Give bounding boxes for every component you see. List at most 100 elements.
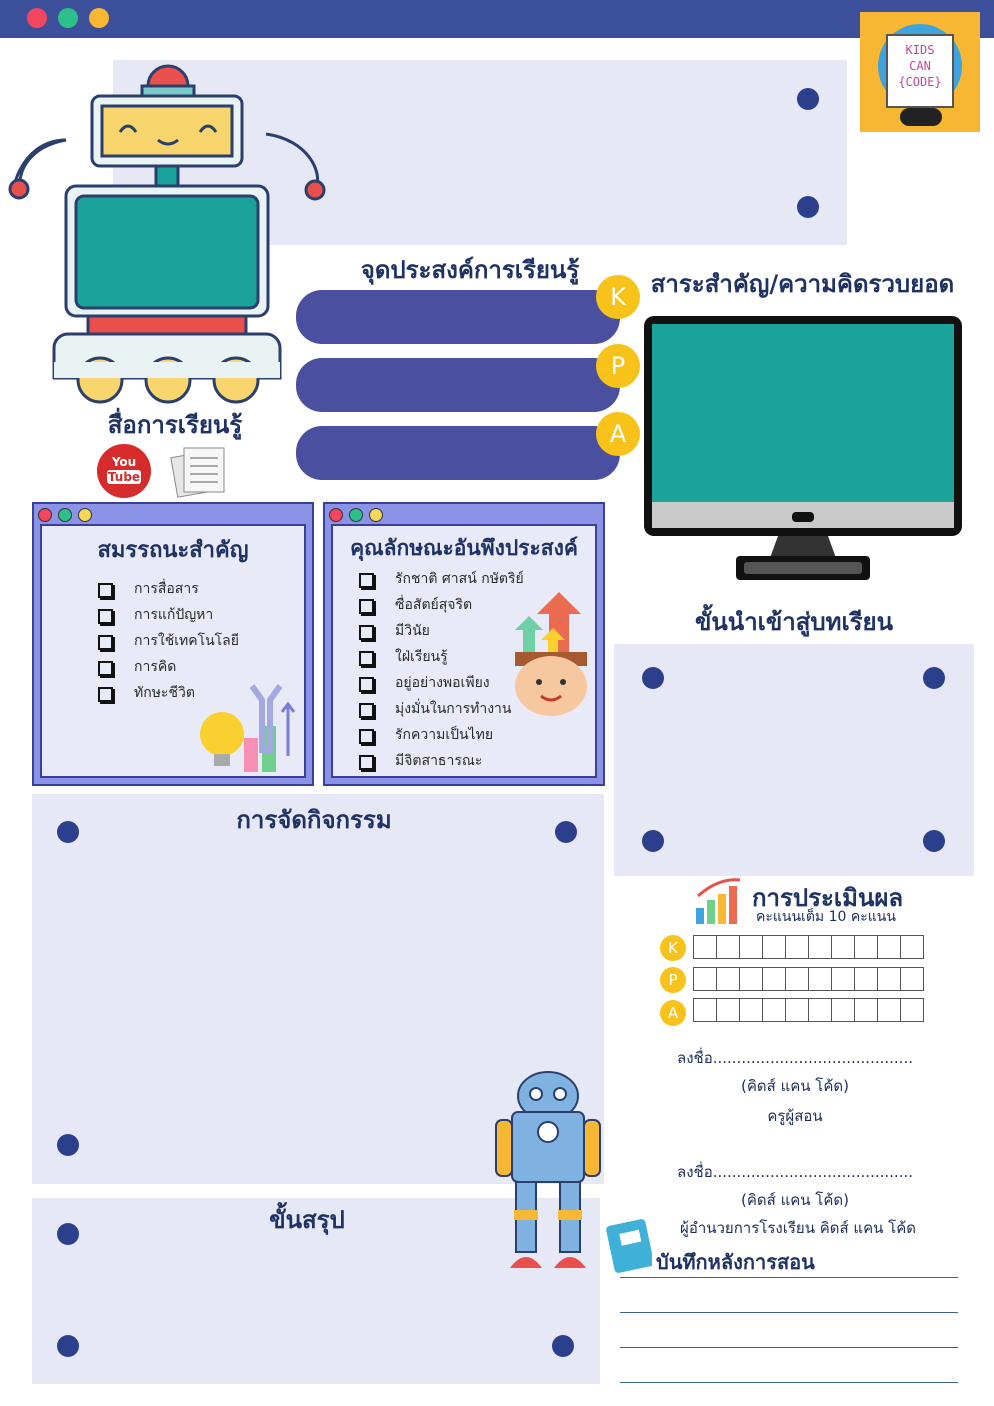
teacher-signature-line: ลงชื่อ..................................… bbox=[677, 1049, 913, 1067]
characteristics-title: คุณลักษณะอันพึงประสงค์ bbox=[350, 536, 578, 560]
score-cell[interactable] bbox=[877, 998, 901, 1022]
checkbox[interactable] bbox=[359, 703, 374, 718]
window-minimize-icon bbox=[58, 508, 72, 522]
robot-illustration bbox=[8, 64, 326, 404]
checkbox[interactable] bbox=[359, 599, 374, 614]
logo-line-2: CAN bbox=[909, 59, 931, 73]
monitor-illustration bbox=[644, 316, 962, 580]
score-cell[interactable] bbox=[900, 967, 924, 991]
conclusion-title: ขั้นสรุป bbox=[269, 1206, 345, 1234]
pin-icon bbox=[57, 1223, 79, 1245]
green-dot-icon bbox=[58, 8, 78, 28]
youtube-icon: You Tube bbox=[97, 444, 151, 498]
score-cell[interactable] bbox=[785, 998, 809, 1022]
score-cell[interactable] bbox=[808, 935, 832, 959]
teacher-name: (คิดส์ แคน โค้ด) bbox=[741, 1077, 849, 1095]
score-cell[interactable] bbox=[785, 967, 809, 991]
window-close-icon bbox=[38, 508, 52, 522]
item-label: มีจิตสาธารณะ bbox=[395, 753, 483, 769]
director-signature-line: ลงชื่อ..................................… bbox=[677, 1163, 913, 1181]
score-cell[interactable] bbox=[877, 967, 901, 991]
score-cell[interactable] bbox=[785, 935, 809, 959]
competencies-list: การสื่อสาร การแก้ปัญหา การใช้เทคโนโลยี ก… bbox=[98, 576, 239, 706]
score-cell[interactable] bbox=[831, 935, 855, 959]
badge-k: K bbox=[596, 275, 640, 319]
window-maximize-icon bbox=[78, 508, 92, 522]
score-cell[interactable] bbox=[739, 998, 763, 1022]
list-item: มุ่งมั่นในการทำงาน bbox=[359, 696, 524, 722]
score-cell[interactable] bbox=[762, 935, 786, 959]
evaluation-title: การประเมินผล bbox=[752, 884, 904, 912]
item-label: การคิด bbox=[134, 659, 177, 675]
list-item: ทักษะชีวิต bbox=[98, 680, 239, 706]
pin-icon bbox=[923, 830, 945, 852]
pin-icon bbox=[797, 88, 819, 110]
pin-icon bbox=[57, 1335, 79, 1357]
score-grid-a bbox=[693, 998, 924, 1022]
pin-icon bbox=[555, 821, 577, 843]
score-cell[interactable] bbox=[762, 967, 786, 991]
pin-icon bbox=[797, 196, 819, 218]
objective-p-box bbox=[296, 358, 620, 412]
checkbox[interactable] bbox=[359, 625, 374, 640]
list-item: การแก้ปัญหา bbox=[98, 602, 239, 628]
logo-line-1: KIDS bbox=[905, 43, 935, 57]
characteristics-list: รักชาติ ศาสน์ กษัตริย์ ซื่อสัตย์สุจริต ม… bbox=[359, 566, 524, 774]
checkbox[interactable] bbox=[359, 651, 374, 666]
list-item: ใฝ่เรียนรู้ bbox=[359, 644, 524, 670]
list-item: ซื่อสัตย์สุจริต bbox=[359, 592, 524, 618]
notes-line bbox=[620, 1277, 958, 1278]
list-item: การสื่อสาร bbox=[98, 576, 239, 602]
list-item: การคิด bbox=[98, 654, 239, 680]
score-cell[interactable] bbox=[693, 935, 717, 959]
checkbox[interactable] bbox=[359, 573, 374, 588]
score-cell[interactable] bbox=[900, 998, 924, 1022]
score-cell[interactable] bbox=[854, 998, 878, 1022]
checkbox[interactable] bbox=[98, 583, 113, 598]
badge-a: A bbox=[596, 412, 640, 456]
window-close-icon bbox=[329, 508, 343, 522]
pin-icon bbox=[923, 667, 945, 689]
score-cell[interactable] bbox=[808, 967, 832, 991]
checkbox[interactable] bbox=[98, 635, 113, 650]
checkbox[interactable] bbox=[98, 609, 113, 624]
score-cell[interactable] bbox=[693, 967, 717, 991]
item-label: รักชาติ ศาสน์ กษัตริย์ bbox=[395, 571, 524, 587]
lightbulb-tools-icon bbox=[200, 684, 296, 772]
score-cell[interactable] bbox=[831, 967, 855, 991]
checkbox[interactable] bbox=[98, 687, 113, 702]
eval-row-p-badge: P bbox=[660, 967, 686, 993]
red-dot-icon bbox=[27, 8, 47, 28]
badge-p: P bbox=[596, 344, 640, 388]
notes-line bbox=[620, 1312, 958, 1313]
score-cell[interactable] bbox=[716, 935, 740, 959]
checkbox[interactable] bbox=[359, 677, 374, 692]
score-cell[interactable] bbox=[739, 935, 763, 959]
score-cell[interactable] bbox=[877, 935, 901, 959]
checkbox[interactable] bbox=[359, 755, 374, 770]
list-item: อยู่อย่างพอเพียง bbox=[359, 670, 524, 696]
score-cell[interactable] bbox=[854, 967, 878, 991]
score-cell[interactable] bbox=[739, 967, 763, 991]
score-cell[interactable] bbox=[693, 998, 717, 1022]
score-cell[interactable] bbox=[716, 967, 740, 991]
item-label: รักความเป็นไทย bbox=[395, 727, 494, 743]
score-cell[interactable] bbox=[854, 935, 878, 959]
notes-title: บันทึกหลังการสอน bbox=[656, 1250, 815, 1274]
eval-row-k-badge: K bbox=[660, 935, 686, 961]
score-cell[interactable] bbox=[900, 935, 924, 959]
characteristics-window: คุณลักษณะอันพึงประสงค์ รักชาติ ศาสน์ กษั… bbox=[323, 502, 605, 786]
top-bar bbox=[0, 0, 994, 38]
score-cell[interactable] bbox=[808, 998, 832, 1022]
score-cell[interactable] bbox=[831, 998, 855, 1022]
objective-a-box bbox=[296, 426, 620, 480]
pin-icon bbox=[57, 821, 79, 843]
checkbox[interactable] bbox=[98, 661, 113, 676]
list-item: มีจิตสาธารณะ bbox=[359, 748, 524, 774]
window-maximize-icon bbox=[369, 508, 383, 522]
checkbox[interactable] bbox=[359, 729, 374, 744]
list-item: รักความเป็นไทย bbox=[359, 722, 524, 748]
score-cell[interactable] bbox=[716, 998, 740, 1022]
score-cell[interactable] bbox=[762, 998, 786, 1022]
objectives-title: จุดประสงค์การเรียนรู้ bbox=[360, 256, 580, 284]
